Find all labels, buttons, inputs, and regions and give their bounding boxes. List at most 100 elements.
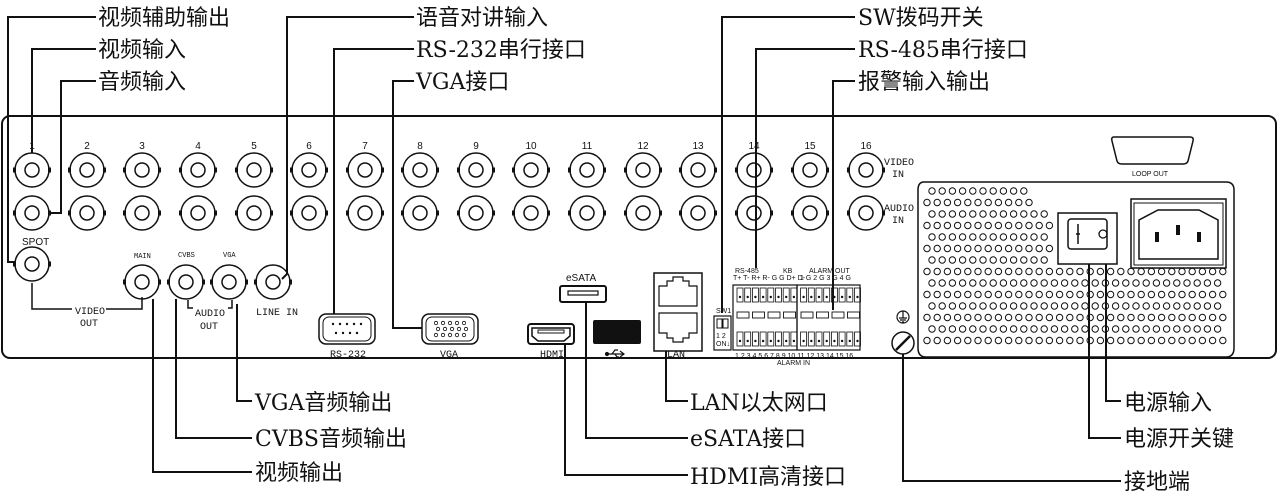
callout-alarm: 报警输入输出 bbox=[858, 70, 990, 95]
main-label: MAIN bbox=[134, 253, 151, 261]
video-in-bnc-12[interactable] bbox=[624, 152, 662, 188]
audio-in-label-2: IN bbox=[892, 216, 904, 227]
hdmi-port[interactable] bbox=[527, 323, 575, 345]
sw1-dip-switch[interactable] bbox=[713, 315, 732, 351]
video-in-bnc-1[interactable] bbox=[13, 152, 51, 188]
vga-audio-out-bnc[interactable] bbox=[210, 264, 248, 300]
usb-port[interactable] bbox=[593, 320, 641, 344]
callout-video-in: 视频输入 bbox=[98, 38, 186, 63]
rs232-label: RS-232 bbox=[330, 350, 366, 361]
audio-in-bnc-3[interactable] bbox=[123, 195, 161, 231]
audio-in-bnc-13[interactable] bbox=[679, 195, 717, 231]
callout-esata: eSATA接口 bbox=[690, 427, 806, 452]
line-in-bnc[interactable] bbox=[254, 264, 292, 300]
video-in-bnc-7[interactable] bbox=[346, 152, 384, 188]
audio-out-label-1: AUDIO bbox=[195, 309, 225, 320]
channel-number-9: 9 bbox=[473, 141, 479, 152]
audio-in-bnc-12[interactable] bbox=[624, 195, 662, 231]
audio-in-bnc-2[interactable] bbox=[68, 195, 106, 231]
ground-screw[interactable] bbox=[891, 331, 915, 355]
audio-in-bnc-9[interactable] bbox=[457, 195, 495, 231]
sw1-on-label: ON↓ bbox=[716, 341, 730, 348]
callout-video-out: 视频输出 bbox=[255, 461, 343, 486]
loop-out-port[interactable] bbox=[1111, 136, 1194, 165]
audio-in-bnc-10[interactable] bbox=[512, 195, 550, 231]
audio-in-bnc-1[interactable] bbox=[13, 195, 51, 231]
cvbs-audio-out-bnc[interactable] bbox=[167, 264, 205, 300]
power-switch[interactable] bbox=[1057, 212, 1118, 265]
video-out-label-2: OUT bbox=[80, 319, 98, 330]
audio-in-bnc-15[interactable] bbox=[791, 195, 829, 231]
video-in-bnc-10[interactable] bbox=[512, 152, 550, 188]
power-inlet[interactable] bbox=[1130, 198, 1227, 269]
channel-number-7: 7 bbox=[362, 141, 368, 152]
channel-number-16: 16 bbox=[860, 141, 872, 152]
callout-audio-in: 音频输入 bbox=[98, 70, 186, 95]
audio-in-bnc-16[interactable] bbox=[847, 195, 885, 231]
audio-in-bnc-7[interactable] bbox=[346, 195, 384, 231]
video-in-bnc-8[interactable] bbox=[401, 152, 439, 188]
video-in-bnc-15[interactable] bbox=[791, 152, 829, 188]
video-in-bnc-9[interactable] bbox=[457, 152, 495, 188]
callout-ground: 接地端 bbox=[1124, 470, 1190, 495]
channel-number-6: 6 bbox=[306, 141, 312, 152]
alarm-out-label: ALARM OUT bbox=[809, 268, 851, 275]
callout-line-in: 语音对讲输入 bbox=[416, 6, 548, 31]
video-in-bnc-11[interactable] bbox=[568, 152, 606, 188]
rs485-label: RS-485 bbox=[735, 268, 759, 275]
video-out-bracket bbox=[31, 283, 143, 310]
channel-number-8: 8 bbox=[417, 141, 423, 152]
audio-out-bracket bbox=[187, 300, 233, 309]
audio-in-bnc-5[interactable] bbox=[235, 195, 273, 231]
terminal-block[interactable] bbox=[732, 284, 861, 351]
vga-label: VGA bbox=[440, 350, 458, 361]
lan-port[interactable] bbox=[653, 272, 703, 352]
line-in-label: LINE IN bbox=[256, 308, 298, 319]
video-in-bnc-5[interactable] bbox=[235, 152, 273, 188]
channel-number-5: 5 bbox=[251, 141, 257, 152]
callout-lan: LAN以太网口 bbox=[690, 391, 828, 416]
callout-hdmi: HDMI高清接口 bbox=[690, 465, 846, 490]
vent-holes bbox=[923, 187, 1227, 345]
audio-in-bnc-4[interactable] bbox=[179, 195, 217, 231]
alarm-out-pins: 1 G 2 G 3 G 4 G bbox=[800, 275, 851, 282]
loop-out-label: LOOP OUT bbox=[1132, 171, 1169, 178]
sw1-positions: 1 2 bbox=[716, 333, 726, 340]
video-in-bnc-13[interactable] bbox=[679, 152, 717, 188]
callout-rs232: RS-232串行接口 bbox=[416, 38, 586, 63]
spot-label: SPOT bbox=[22, 237, 49, 248]
audio-in-bnc-14[interactable] bbox=[735, 195, 773, 231]
vga-audio-label: VGA bbox=[223, 252, 236, 260]
bnc-connectors bbox=[13, 152, 885, 300]
video-in-bnc-16[interactable] bbox=[847, 152, 885, 188]
channel-number-13: 13 bbox=[692, 141, 704, 152]
main-video-out-bnc[interactable] bbox=[123, 264, 161, 300]
video-in-bnc-3[interactable] bbox=[123, 152, 161, 188]
audio-in-bnc-11[interactable] bbox=[568, 195, 606, 231]
callout-cvbs-audio: CVBS音频输出 bbox=[255, 427, 407, 452]
callout-power-in: 电源输入 bbox=[1124, 391, 1212, 416]
spot-out-bnc[interactable] bbox=[13, 246, 51, 282]
channel-number-15: 15 bbox=[804, 141, 816, 152]
video-in-bnc-4[interactable] bbox=[179, 152, 217, 188]
channel-number-10: 10 bbox=[525, 141, 537, 152]
psu-vent-panel bbox=[917, 181, 1235, 358]
channel-number-4: 4 bbox=[195, 141, 201, 152]
audio-in-bnc-6[interactable] bbox=[290, 195, 328, 231]
callout-rs485: RS-485串行接口 bbox=[858, 38, 1028, 63]
channel-number-14: 14 bbox=[748, 141, 760, 152]
video-in-bnc-2[interactable] bbox=[68, 152, 106, 188]
video-in-bnc-14[interactable] bbox=[735, 152, 773, 188]
rs232-port[interactable] bbox=[318, 313, 376, 345]
audio-in-label-1: AUDIO bbox=[884, 204, 914, 215]
cvbs-label: CVBS bbox=[178, 252, 195, 260]
leader-lines bbox=[7, 16, 1121, 482]
vga-port[interactable] bbox=[421, 313, 479, 345]
audio-in-bnc-8[interactable] bbox=[401, 195, 439, 231]
callout-spot-out: 视频辅助输出 bbox=[98, 6, 230, 31]
esata-port[interactable] bbox=[559, 285, 607, 303]
video-in-bnc-6[interactable] bbox=[290, 152, 328, 188]
alarm-in-label: ALARM IN bbox=[777, 360, 810, 367]
callout-sw: SW拨码开关 bbox=[858, 6, 984, 31]
